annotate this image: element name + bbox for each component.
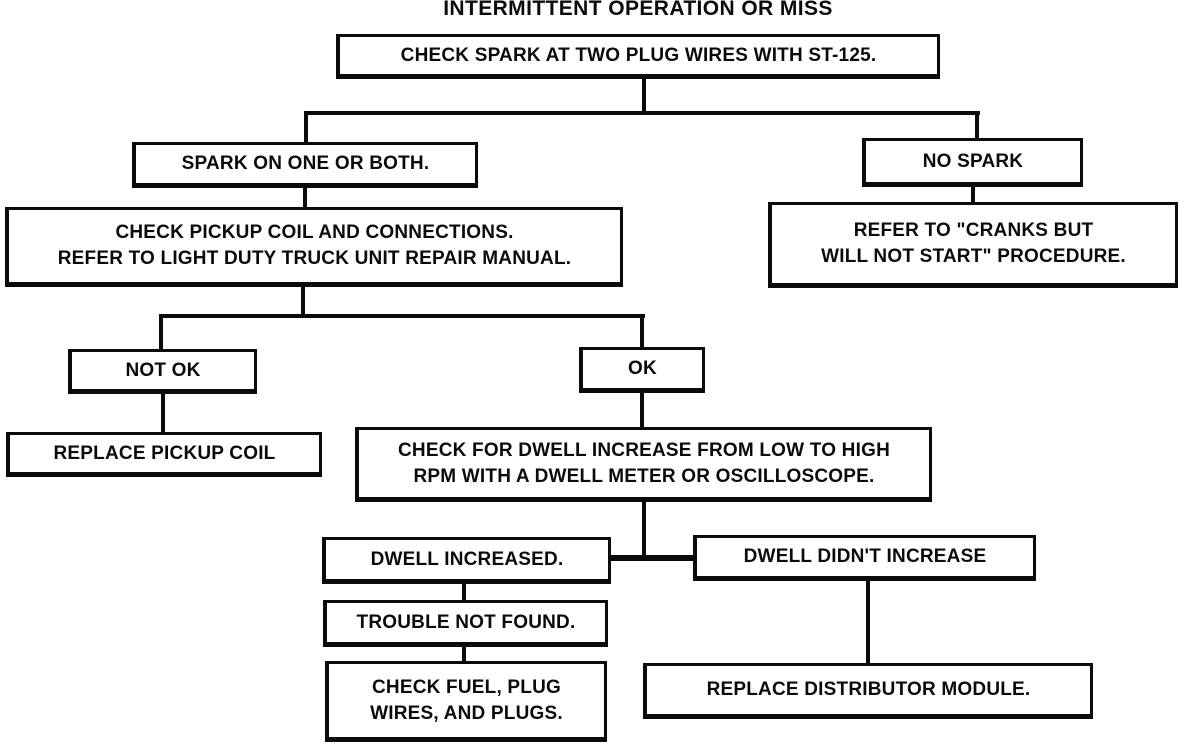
node-refer-cranks-procedure: REFER TO "CRANKS BUT WILL NOT START" PRO… (768, 202, 1178, 288)
edge-spark-to-check-pickup-coil (303, 186, 307, 207)
edge-not-ok-to-replace-pickup-coil (161, 393, 165, 434)
edge-drop-to-ok (640, 314, 644, 349)
edge-check-dwell-stem (642, 500, 646, 558)
edge-dwell-branch-bar (609, 555, 695, 561)
node-dwell-didnt-increase: DWELL DIDN'T INCREASE (693, 535, 1036, 581)
edge-dwell-didnt-increase-to-replace-distributor (866, 579, 870, 665)
edge-drop-to-spark-on-one-or-both (304, 111, 308, 144)
edge-drop-to-no-spark (975, 111, 979, 140)
edge-top-branch-bar (304, 111, 980, 115)
node-ok: OK (579, 347, 705, 393)
node-spark-on-one-or-both: SPARK ON ONE OR BOTH. (132, 142, 478, 188)
page-title: INTERMITTENT OPERATION OR MISS (443, 0, 833, 20)
node-replace-pickup-coil: REPLACE PICKUP COIL (6, 432, 322, 477)
node-dwell-increased: DWELL INCREASED. (322, 537, 611, 584)
node-check-pickup-coil: CHECK PICKUP COIL AND CONNECTIONS. REFER… (5, 207, 623, 287)
node-check-dwell-increase: CHECK FOR DWELL INCREASE FROM LOW TO HIG… (355, 427, 932, 502)
node-not-ok: NOT OK (68, 349, 257, 394)
node-trouble-not-found: TROUBLE NOT FOUND. (323, 600, 608, 647)
edge-trouble-not-found-to-check-fuel (462, 645, 466, 663)
node-check-fuel-plug-wires: CHECK FUEL, PLUG WIRES, AND PLUGS. (325, 661, 607, 742)
edge-ok-to-check-dwell (640, 391, 644, 429)
node-no-spark: NO SPARK (862, 138, 1083, 187)
edge-check-spark-stem (642, 77, 646, 113)
node-check-spark: CHECK SPARK AT TWO PLUG WIRES WITH ST-12… (336, 34, 940, 79)
edge-dwell-increased-to-trouble-not-found (462, 582, 466, 602)
edge-check-pickup-coil-stem (301, 286, 305, 316)
edge-drop-to-not-ok (159, 314, 163, 350)
edge-mid-branch-bar (159, 314, 645, 318)
node-replace-distributor-module: REPLACE DISTRIBUTOR MODULE. (643, 663, 1093, 719)
edge-no-spark-to-refer-cranks (971, 185, 975, 204)
